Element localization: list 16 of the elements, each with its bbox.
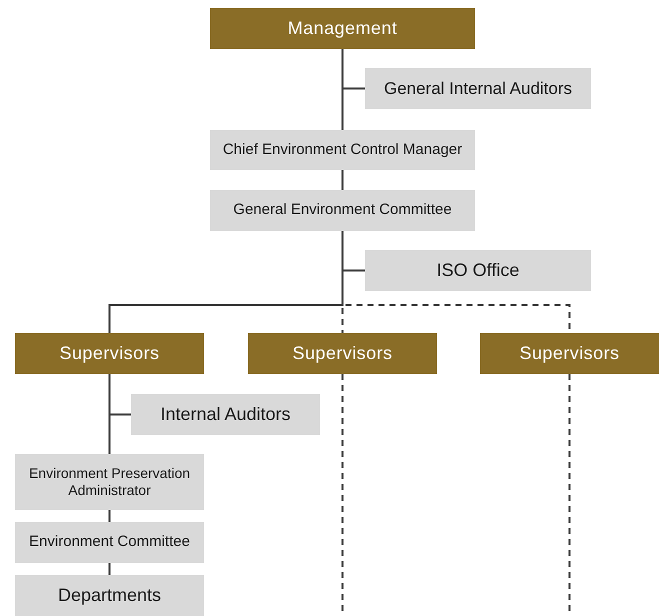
role-box: ISO Office (365, 250, 591, 291)
role-box: Chief Environment Control Manager (210, 130, 475, 170)
role-box: Internal Auditors (131, 394, 320, 435)
title-box: Management (210, 8, 475, 49)
role-box: General Environment Committee (210, 190, 475, 231)
connector-line (108, 563, 110, 575)
connector-line (108, 510, 110, 522)
title-box: Supervisors (15, 333, 204, 374)
role-box: General Internal Auditors (365, 68, 591, 109)
role-box: Departments (15, 575, 204, 616)
role-box: Environment Preservation Administrator (15, 454, 204, 510)
role-box: Environment Committee (15, 522, 204, 563)
connector-line (342, 49, 344, 130)
title-box: Supervisors (248, 333, 437, 374)
title-box: Supervisors (480, 333, 659, 374)
connector-line (342, 170, 344, 190)
